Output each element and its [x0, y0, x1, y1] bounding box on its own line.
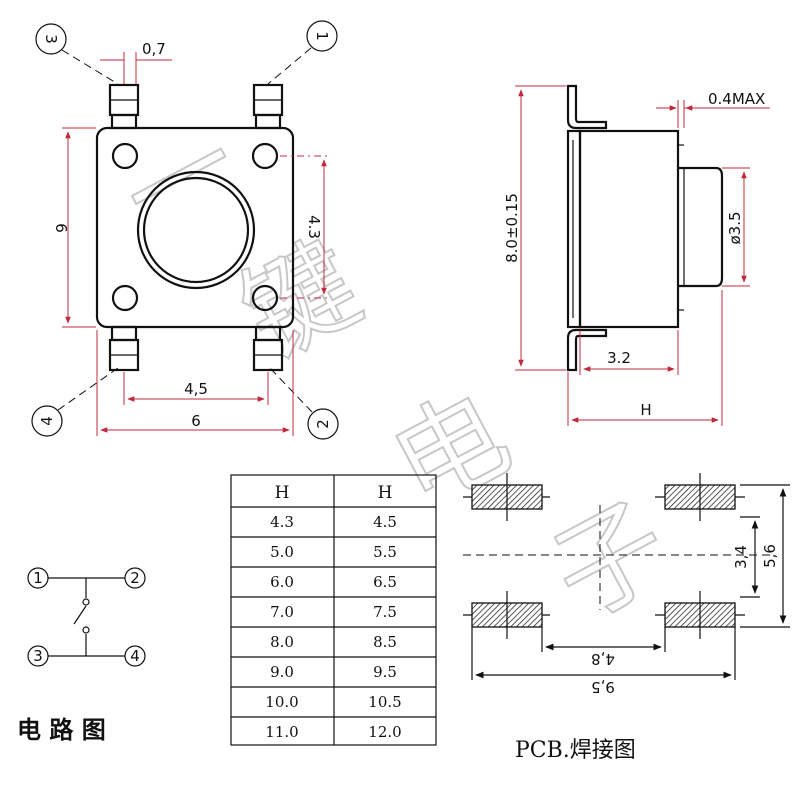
svg-text:5,6: 5,6 [761, 544, 779, 568]
table-cell: 7.0 [270, 603, 294, 621]
table-cell: 8.0 [270, 633, 294, 651]
lead-bottom-right [252, 325, 284, 372]
pin-label-4: 4 [31, 367, 119, 437]
svg-text:4,8: 4,8 [591, 650, 615, 668]
table-cell: 4.5 [373, 513, 397, 531]
svg-text:6: 6 [191, 412, 201, 430]
table-cell: 9.0 [270, 663, 294, 681]
pad-top-right [655, 473, 745, 521]
table-cell: 7.5 [373, 603, 397, 621]
circuit-diagram: 1 2 3 4 电 路 图 [17, 567, 146, 744]
pin-label-2: 2 [269, 367, 339, 440]
svg-text:1: 1 [33, 569, 43, 587]
side-body [578, 129, 680, 329]
table-header: H [378, 483, 393, 503]
side-lead-bottom [566, 328, 608, 372]
height-table: H H 4.3 4.5 5.0 5.5 6.0 6.5 7.0 7.5 8.0 … [230, 474, 437, 746]
svg-text:0.4MAX: 0.4MAX [708, 90, 765, 108]
svg-text:4,5: 4,5 [184, 380, 208, 398]
push-button-inner [142, 176, 250, 284]
dim-pcb-outer-h: 9,5 [471, 627, 736, 696]
dim-stem-diameter: ø3.5 [722, 167, 750, 287]
dim-body-length: 3.2 [579, 330, 679, 375]
switch-contact [82, 598, 90, 606]
table-cell: 10.0 [265, 693, 298, 711]
lead-bottom-left [108, 325, 140, 372]
svg-text:6: 6 [52, 223, 70, 233]
svg-text:4: 4 [38, 416, 56, 426]
dim-lead-thickness: 0.4MAX [656, 90, 770, 128]
side-flange [566, 129, 582, 329]
dim-total-height: H [567, 290, 723, 426]
circuit-caption: 电 路 图 [17, 716, 106, 744]
table-header: H [275, 483, 290, 503]
pad-top-left [463, 473, 550, 521]
push-button-outer [136, 170, 256, 290]
dim-body-width: 6 [96, 330, 294, 436]
watermark: 一 键 电 子 [101, 97, 690, 644]
svg-text:3: 3 [42, 34, 60, 44]
dim-lead-offset: 0,7 [100, 40, 172, 84]
svg-text:2: 2 [130, 569, 140, 587]
pcb-caption: PCB.焊接图 [515, 738, 636, 763]
dim-pcb-inner-h: 4,8 [541, 627, 666, 668]
table-cell: 12.0 [368, 723, 401, 741]
svg-text:1: 1 [313, 31, 331, 41]
svg-text:0,7: 0,7 [142, 40, 166, 58]
corner-hole [111, 284, 139, 312]
pad-bottom-right [655, 591, 745, 639]
table-cell: 8.5 [373, 633, 397, 651]
dim-body-height: 6 [52, 127, 96, 328]
table-cell: 6.5 [373, 573, 397, 591]
svg-text:8.0±0.15: 8.0±0.15 [503, 193, 521, 263]
svg-text:ø3.5: ø3.5 [726, 211, 744, 244]
table-cell: 5.0 [270, 543, 294, 561]
switch-contact [82, 626, 90, 634]
svg-text:3,4: 3,4 [732, 545, 750, 569]
corner-hole [111, 142, 139, 170]
side-stem [678, 166, 724, 288]
corner-hole [251, 142, 279, 170]
dim-height: 8.0±0.15 [503, 85, 566, 371]
svg-text:H: H [640, 401, 651, 419]
svg-text:2: 2 [314, 419, 332, 429]
table-cell: 5.5 [373, 543, 397, 561]
side-lead-top [566, 84, 608, 130]
side-view: 8.0±0.15 0.4MAX ø3.5 3.2 [503, 84, 770, 426]
top-view: 3 1 4 2 0,7 [31, 20, 339, 440]
lead-top-right [252, 83, 284, 130]
table-cell: 11.0 [265, 723, 298, 741]
switch-body [95, 126, 295, 329]
table-cell: 10.5 [368, 693, 401, 711]
pad-bottom-left [463, 591, 550, 639]
lead-top-left [108, 83, 140, 130]
svg-text:3: 3 [33, 647, 43, 665]
svg-text:9,5: 9,5 [591, 678, 615, 696]
svg-text:4: 4 [130, 647, 140, 665]
table-cell: 4.3 [270, 513, 294, 531]
corner-hole [251, 284, 279, 312]
dim-pcb-inner-v: 3,4 [732, 516, 760, 598]
dim-hole-pitch: 4.3 [280, 155, 330, 299]
svg-text:4.3: 4.3 [305, 215, 323, 239]
dim-pcb-outer-v: 5,6 [740, 484, 790, 628]
pin-label-1: 1 [267, 20, 338, 85]
pin-label-3: 3 [35, 23, 119, 85]
table-cell: 9.5 [373, 663, 397, 681]
table-cell: 6.0 [270, 573, 294, 591]
svg-text:3.2: 3.2 [607, 349, 631, 367]
dim-lead-pitch: 4,5 [123, 372, 269, 405]
pcb-footprint: 3,4 5,6 4,8 9,5 PCB.焊接图 [463, 473, 790, 763]
switch-lever [73, 605, 87, 625]
